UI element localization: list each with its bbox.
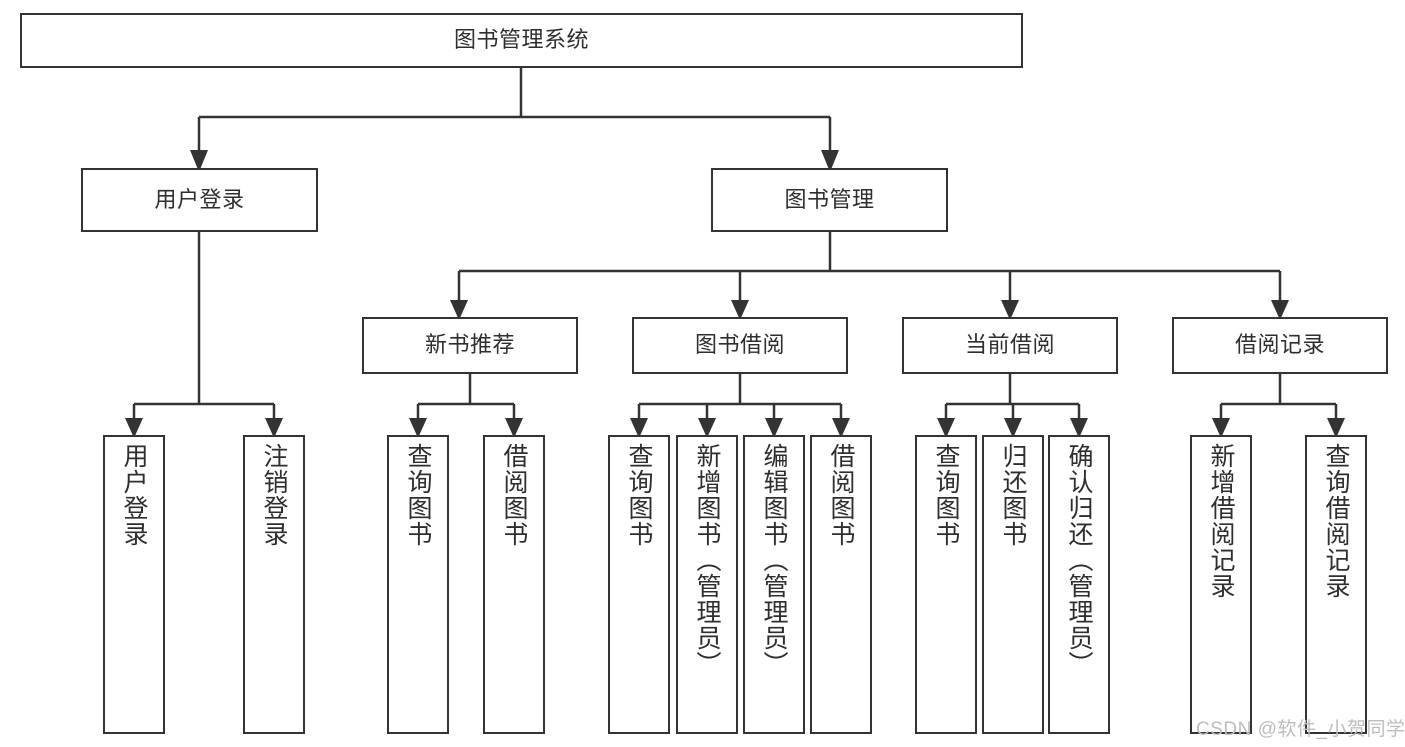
node-leaf-borrow-book-rec[interactable]: 借阅图书 bbox=[483, 435, 545, 734]
node-leaf-borrow-book[interactable]: 借阅图书 bbox=[810, 435, 872, 734]
node-root[interactable]: 图书管理系统 bbox=[20, 13, 1023, 68]
node-leaf-borrow-book-rec-label: 借阅图书 bbox=[500, 443, 528, 547]
node-book-borrow[interactable]: 图书借阅 bbox=[632, 317, 848, 374]
node-leaf-confirm-return-label: 确认归还（管理员） bbox=[1065, 443, 1093, 677]
node-leaf-query-book-borrow-label: 查询图书 bbox=[625, 443, 653, 547]
node-leaf-query-book-cur-label: 查询图书 bbox=[932, 443, 960, 547]
node-leaf-logout-label: 注销登录 bbox=[260, 443, 288, 547]
node-borrow-record[interactable]: 借阅记录 bbox=[1172, 317, 1388, 374]
node-leaf-confirm-return[interactable]: 确认归还（管理员） bbox=[1048, 435, 1110, 734]
node-leaf-add-book[interactable]: 新增图书（管理员） bbox=[676, 435, 738, 734]
node-current-borrow-label: 当前借阅 bbox=[964, 332, 1055, 358]
node-leaf-add-record-label: 新增借阅记录 bbox=[1207, 443, 1235, 599]
node-leaf-query-book-rec[interactable]: 查询图书 bbox=[387, 435, 449, 734]
node-book-manage[interactable]: 图书管理 bbox=[711, 168, 948, 232]
node-leaf-edit-book-label: 编辑图书（管理员） bbox=[760, 443, 788, 677]
node-leaf-return-book-label: 归还图书 bbox=[999, 443, 1027, 547]
node-book-manage-label: 图书管理 bbox=[784, 186, 875, 212]
node-leaf-user-login[interactable]: 用户登录 bbox=[103, 435, 165, 734]
node-user-login[interactable]: 用户登录 bbox=[81, 168, 318, 232]
node-user-login-label: 用户登录 bbox=[154, 186, 245, 212]
node-leaf-add-book-label: 新增图书（管理员） bbox=[693, 443, 721, 677]
node-leaf-query-record[interactable]: 查询借阅记录 bbox=[1305, 435, 1367, 734]
node-leaf-logout[interactable]: 注销登录 bbox=[243, 435, 305, 734]
node-leaf-borrow-book-label: 借阅图书 bbox=[827, 443, 855, 547]
node-leaf-edit-book[interactable]: 编辑图书（管理员） bbox=[743, 435, 805, 734]
node-leaf-query-record-label: 查询借阅记录 bbox=[1322, 443, 1350, 599]
csdn-watermark: CSDN @软件_小贺同学 bbox=[1196, 719, 1405, 740]
node-root-label: 图书管理系统 bbox=[453, 27, 589, 53]
node-current-borrow[interactable]: 当前借阅 bbox=[902, 317, 1118, 374]
node-book-borrow-label: 图书借阅 bbox=[694, 332, 785, 358]
node-leaf-return-book[interactable]: 归还图书 bbox=[982, 435, 1044, 734]
node-leaf-query-book-borrow[interactable]: 查询图书 bbox=[608, 435, 670, 734]
node-leaf-user-login-label: 用户登录 bbox=[120, 443, 148, 547]
node-leaf-query-book-rec-label: 查询图书 bbox=[404, 443, 432, 547]
node-new-book-rec[interactable]: 新书推荐 bbox=[362, 317, 578, 374]
node-leaf-query-book-cur[interactable]: 查询图书 bbox=[915, 435, 977, 734]
node-borrow-record-label: 借阅记录 bbox=[1234, 332, 1325, 358]
node-new-book-rec-label: 新书推荐 bbox=[424, 332, 515, 358]
node-leaf-add-record[interactable]: 新增借阅记录 bbox=[1190, 435, 1252, 734]
